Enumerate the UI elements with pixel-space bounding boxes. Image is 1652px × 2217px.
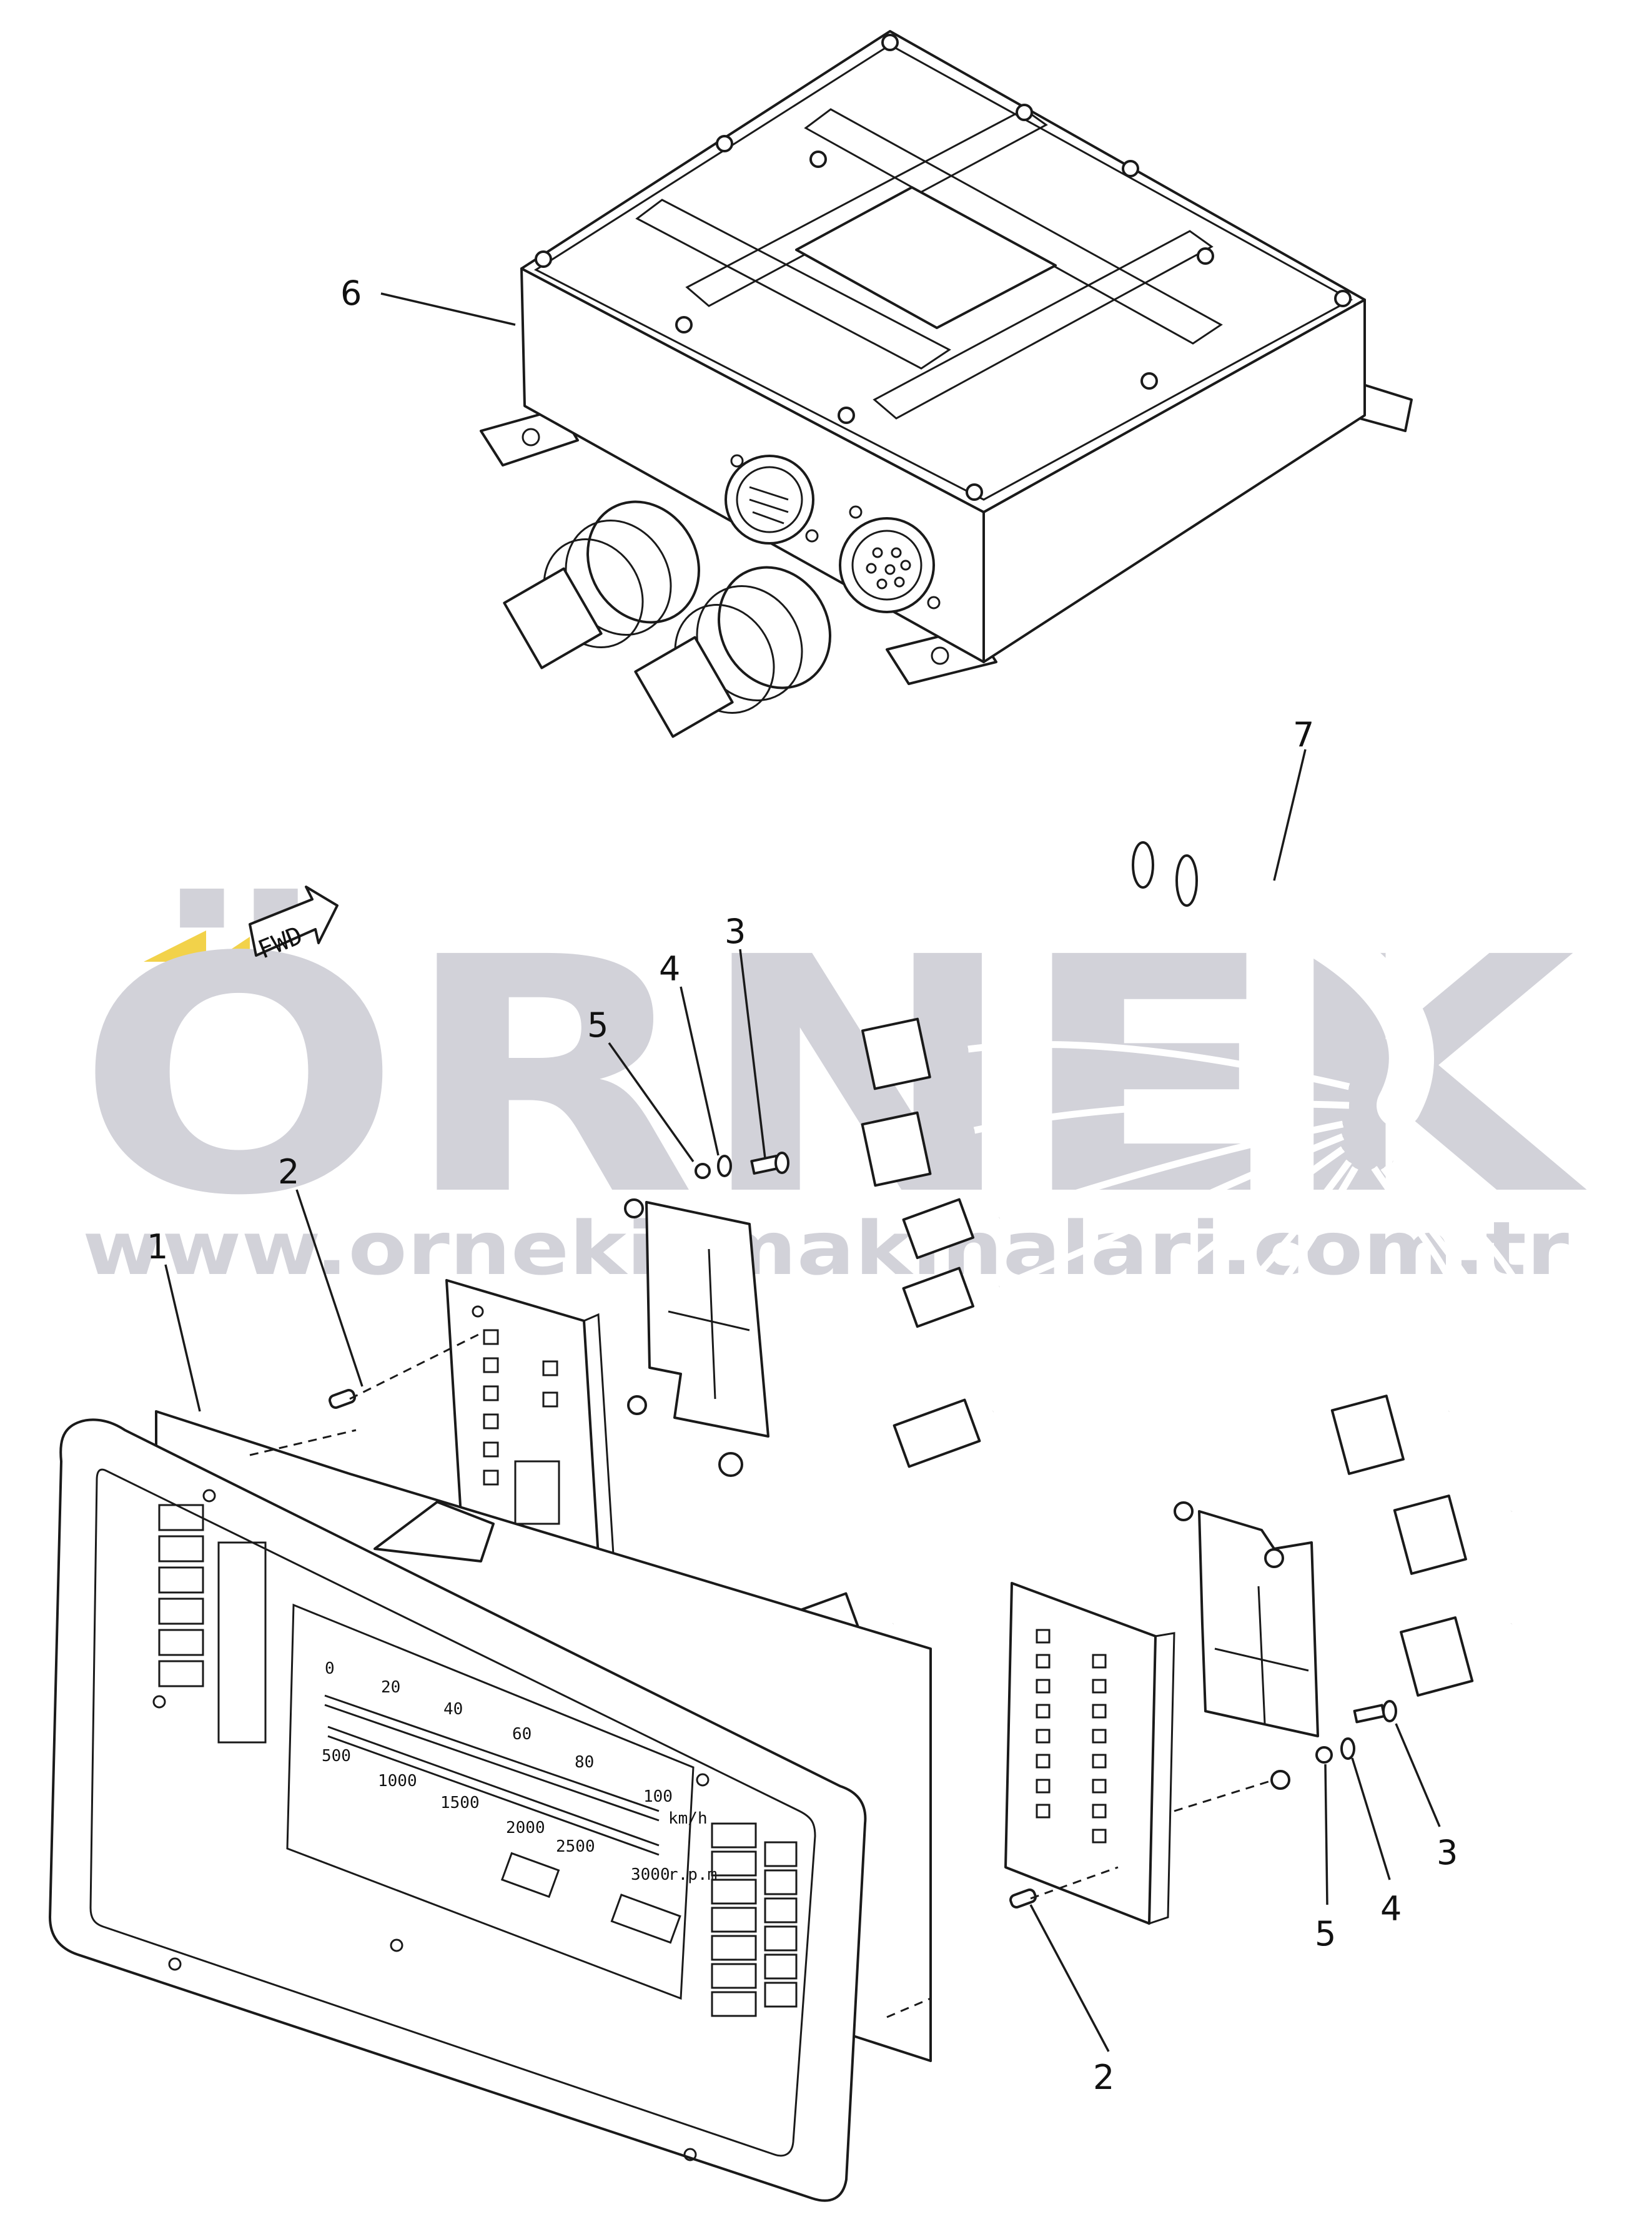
speed-scale: 0 20 40 60 80 100 km/h <box>324 1659 708 1828</box>
svg-text:0: 0 <box>325 1659 335 1678</box>
callout-5-lower: 5 <box>1315 1914 1336 1953</box>
right-indicator-lamps <box>711 1822 798 2017</box>
mounting-bracket-right <box>1174 1501 1319 1737</box>
svg-text:20: 20 <box>381 1678 400 1697</box>
box-receptacle-right <box>839 505 941 613</box>
svg-text:1500: 1500 <box>440 1794 480 1812</box>
left-indicator-lamps <box>158 1504 204 1687</box>
watermark-accent-mark <box>212 937 250 962</box>
svg-text:km/h: km/h <box>668 1809 708 1828</box>
svg-text:3000: 3000 <box>631 1865 670 1884</box>
box-top-screws <box>535 34 1352 501</box>
assembly-guide-lines <box>249 1332 1275 2018</box>
svg-text:r.p.m: r.p.m <box>668 1865 717 1884</box>
rpm-scale: 500 1000 1500 2000 2500 3000 r.p.m <box>322 1726 717 1884</box>
harness-plug-right <box>634 566 831 738</box>
callout-2-upper: 2 <box>278 1152 299 1192</box>
harness-connectors <box>774 1017 1474 1731</box>
svg-text:100: 100 <box>643 1787 673 1806</box>
callout-1: 1 <box>147 1227 168 1267</box>
lamp-pin-left <box>329 1389 356 1409</box>
callout-5-upper: 5 <box>587 1005 608 1045</box>
callout-4-upper: 4 <box>659 949 680 989</box>
callout-7: 7 <box>1293 715 1314 754</box>
wiring-harness <box>460 500 1565 1731</box>
callout-4-lower: 4 <box>1380 1889 1402 1928</box>
harness-plug-left <box>503 500 700 669</box>
circuit-board-right <box>1004 1582 1175 1925</box>
watermark-accent-mark <box>144 931 206 962</box>
screw-assembly-left <box>624 1152 789 1218</box>
callouts: 6 7 3 4 5 2 1 3 4 5 2 <box>147 274 1458 2097</box>
gauge-window <box>286 1603 695 2000</box>
meter-panel: 0 20 40 60 80 100 km/h 500 1000 1500 200… <box>49 1410 932 2202</box>
callout-2-lower: 2 <box>1093 2058 1114 2097</box>
svg-text:1000: 1000 <box>378 1772 417 1790</box>
svg-text:40: 40 <box>443 1700 463 1719</box>
harness-branches <box>891 1041 1565 1689</box>
box-receptacle-left <box>725 454 819 545</box>
svg-text:500: 500 <box>322 1747 351 1765</box>
box-top-center-panel <box>795 186 1057 329</box>
lamp-pin-right <box>1009 1889 1037 1908</box>
callout-3-upper: 3 <box>725 912 746 951</box>
svg-text:2000: 2000 <box>506 1819 545 1837</box>
svg-text:2500: 2500 <box>556 1837 595 1856</box>
callout-3-lower: 3 <box>1437 1833 1458 1872</box>
svg-text:60: 60 <box>512 1725 532 1744</box>
controller-box <box>480 30 1413 685</box>
callout-6: 6 <box>340 274 362 313</box>
screw-assembly-right <box>1270 1700 1397 1790</box>
svg-text:80: 80 <box>575 1753 594 1772</box>
mounting-bracket-left <box>627 1201 769 1477</box>
